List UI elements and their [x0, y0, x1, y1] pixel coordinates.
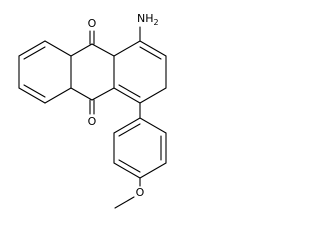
bond — [114, 196, 135, 209]
methoxy-group: O — [114, 177, 145, 209]
subscript-label: 2 — [154, 18, 159, 27]
double-bond-inner — [118, 84, 141, 98]
bond — [139, 40, 167, 57]
double-bond-inner — [118, 123, 141, 137]
chemical-structure: O O NH2 O — [18, 12, 167, 209]
bond — [70, 87, 93, 101]
left-benzene-ring — [18, 40, 72, 104]
bond — [113, 87, 141, 104]
carbonyl-bottom: O — [88, 99, 97, 128]
bond — [91, 43, 115, 57]
bond — [139, 117, 167, 134]
double-bond-inner — [23, 84, 46, 98]
bond — [91, 87, 115, 101]
bond — [44, 40, 72, 57]
oxygen-atom-label: O — [88, 17, 97, 30]
double-bond-inner — [139, 46, 162, 60]
bond — [113, 117, 141, 134]
bond — [113, 162, 141, 179]
double-bond-inner — [118, 159, 141, 173]
bond — [70, 43, 93, 57]
double-bond-inner — [23, 46, 46, 60]
oxygen-atom-label: O — [88, 115, 97, 128]
oxygen-atom-label: O — [136, 186, 145, 199]
amino-group: NH2 — [137, 12, 159, 42]
methoxyphenyl-ring — [113, 102, 167, 179]
amino-label: NH2 — [137, 12, 159, 27]
bond — [18, 87, 46, 104]
central-quinone-ring — [70, 43, 115, 101]
right-benzene-ring — [113, 40, 167, 104]
bond — [44, 87, 72, 104]
carbonyl-top: O — [88, 17, 97, 45]
bond — [113, 40, 141, 57]
bond — [18, 40, 46, 57]
hydrogen-atom-label: H — [145, 12, 153, 25]
nitrogen-atom-label: N — [137, 12, 145, 25]
bond — [139, 87, 167, 104]
bond — [139, 162, 167, 179]
